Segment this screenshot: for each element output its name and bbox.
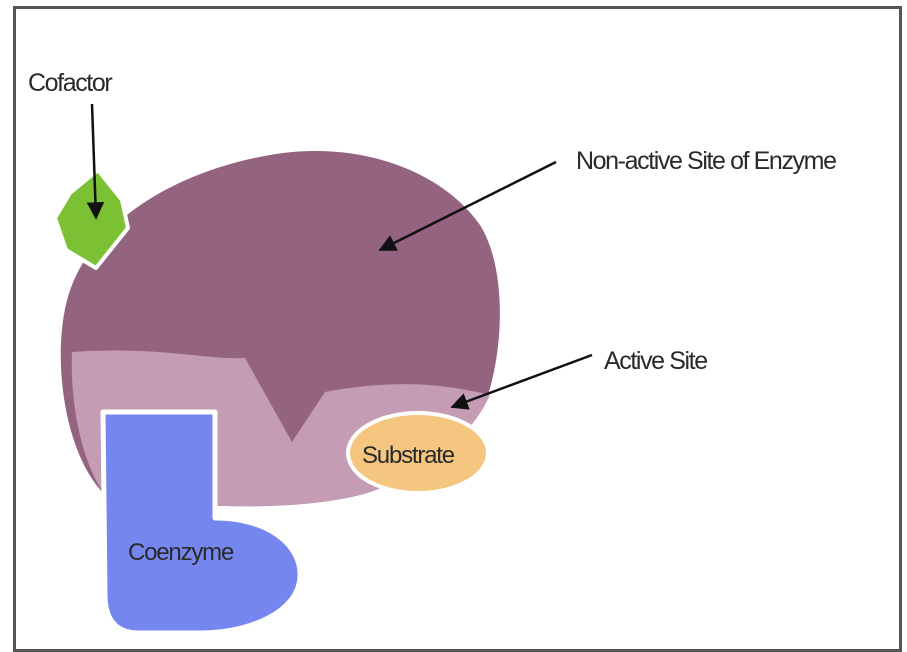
non-active-site-arrow xyxy=(378,160,557,252)
active-site-label: Active Site xyxy=(604,347,707,375)
cofactor-arrow xyxy=(86,103,105,220)
active-site-arrow xyxy=(450,353,593,410)
coenzyme-shape xyxy=(100,409,303,636)
substrate-shape xyxy=(346,411,490,495)
non-active-site-label: Non-active Site of Enzyme xyxy=(576,147,836,175)
substrate-label: Substrate xyxy=(362,442,455,469)
coenzyme-label: Coenzyme xyxy=(128,539,234,566)
cofactor-label: Cofactor xyxy=(28,69,112,97)
